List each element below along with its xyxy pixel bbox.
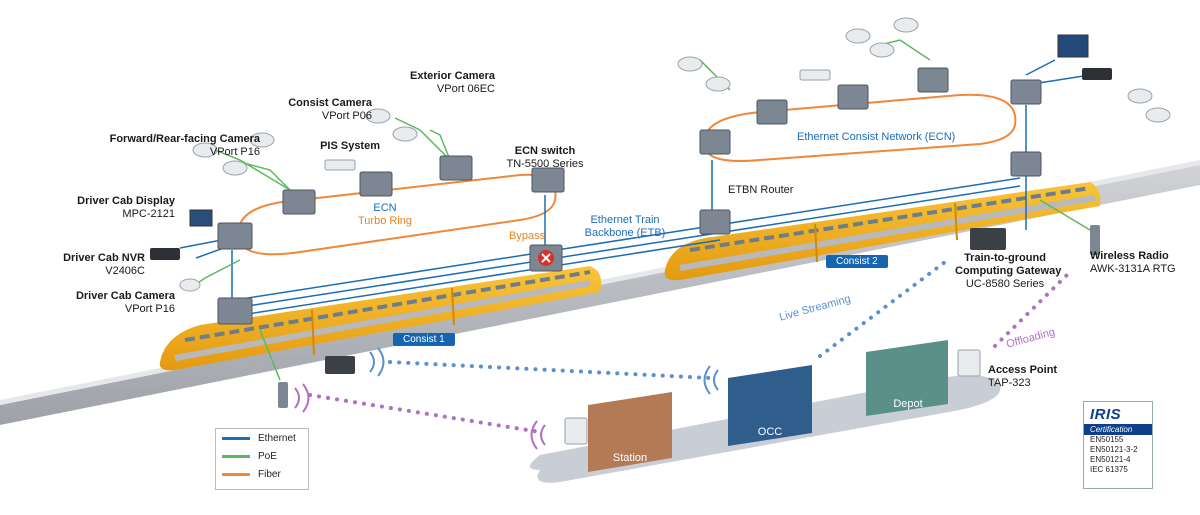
label-depot: Depot: [893, 398, 923, 410]
gateway-title1: Train-to-ground: [964, 252, 1046, 264]
iris-certification-badge: IRIS Certification EN50155 EN50121-3-2 E…: [1083, 401, 1153, 489]
label-gateway: Train-to-ground Computing Gateway UC-858…: [955, 252, 1062, 291]
label-access-point: Access Point TAP-323: [988, 364, 1057, 390]
wireless-arcs: [294, 347, 719, 450]
bypass-switch: [529, 244, 563, 272]
iris-subtitle: Certification: [1084, 424, 1152, 435]
label-pis-system: PIS System: [300, 140, 380, 153]
wireless-links: [308, 260, 1072, 434]
etb-line2: Backbone (ETB): [584, 227, 666, 239]
station-building: [588, 392, 672, 472]
driver-cab-camera-model: VPort P16: [124, 303, 175, 315]
cameras: [179, 17, 1171, 292]
driver-cab-display-title: Driver Cab Display: [77, 195, 175, 207]
tag-consist-1: Consist 1: [393, 333, 455, 346]
driver-cab-camera-title: Driver Cab Camera: [75, 290, 175, 302]
legend-swatch-poe: [222, 454, 250, 458]
tag-consist-2: Consist 2: [826, 255, 888, 268]
legend-label-ethernet: Ethernet: [258, 432, 296, 444]
wireless-radio-title: Wireless Radio: [1090, 250, 1169, 262]
label-bypass: Bypass: [509, 230, 546, 242]
label-ecn-ring: ECN Turbo Ring: [350, 202, 420, 228]
legend: Ethernet PoE Fiber: [215, 428, 309, 490]
exterior-camera-title: Exterior Camera: [410, 70, 495, 82]
etb-backbone: [234, 177, 1021, 317]
legend-label-poe: PoE: [258, 450, 277, 462]
driver-cab-display-model: MPC-2121: [122, 208, 175, 220]
pis-system-title: PIS System: [320, 140, 380, 152]
iris-standard: EN50155: [1090, 435, 1124, 444]
wireless-radio-model: AWK-3131A RTG: [1090, 263, 1176, 275]
etb-line1: Ethernet Train: [590, 214, 660, 226]
legend-label-fiber: Fiber: [258, 468, 281, 480]
label-exterior-camera: Exterior Camera VPort 06EC: [395, 70, 495, 96]
legend-swatch-ethernet: [222, 436, 250, 440]
label-ecn-switch: ECN switch TN-5500 Series: [495, 145, 595, 171]
label-consist-camera: Consist Camera VPort P06: [272, 97, 372, 123]
label-wireless-radio: Wireless Radio AWK-3131A RTG: [1090, 250, 1176, 276]
legend-item-ethernet: Ethernet: [216, 429, 308, 447]
depot-building: [866, 340, 948, 416]
driver-cab-nvr-title: Driver Cab NVR: [63, 252, 145, 264]
driver-cab-nvr-model: V2406C: [105, 265, 145, 277]
ecn-switch-title: ECN switch: [514, 145, 576, 157]
ecn-ring-line1: ECN: [373, 202, 397, 214]
legend-item-fiber: Fiber: [216, 465, 308, 483]
legend-swatch-fiber: [222, 472, 250, 476]
iris-standard: EN50121-3-2: [1090, 445, 1138, 454]
ecn-ring-line2: Turbo Ring: [357, 215, 412, 227]
label-etbn-router: ETBN Router: [728, 184, 794, 196]
label-driver-cab-camera: Driver Cab Camera VPort P16: [40, 290, 175, 316]
label-driver-cab-display: Driver Cab Display MPC-2121: [55, 195, 175, 221]
consist-camera-title: Consist Camera: [288, 97, 372, 109]
ecn-switches: [217, 67, 1042, 325]
occ-building: [728, 365, 812, 446]
gateway-model: UC-8580 Series: [965, 278, 1045, 290]
label-etb: Ethernet Train Backbone (ETB): [580, 214, 670, 240]
access-point-title: Access Point: [988, 364, 1058, 376]
ecn-switch-model: TN-5500 Series: [506, 158, 584, 170]
ecn-fiber-rings: [237, 93, 1017, 256]
iris-standard: EN50121-4: [1090, 455, 1131, 464]
train-consist-1: [159, 266, 602, 371]
access-point-model: TAP-323: [988, 377, 1031, 389]
forward-camera-title: Forward/Rear-facing Camera: [109, 133, 260, 145]
exterior-camera-model: VPort 06EC: [436, 83, 495, 95]
gateway-title2: Computing Gateway: [955, 265, 1062, 277]
label-forward-camera: Forward/Rear-facing Camera VPort P16: [100, 133, 260, 159]
cab-devices: [150, 34, 1112, 445]
forward-camera-model: VPort P16: [209, 146, 260, 158]
iris-standard: IEC 61375: [1090, 465, 1128, 474]
label-ecn-network: Ethernet Consist Network (ECN): [797, 131, 956, 143]
iris-brand: IRIS: [1090, 406, 1122, 423]
consist-camera-model: VPort P06: [321, 110, 372, 122]
label-occ: OCC: [757, 426, 783, 438]
legend-item-poe: PoE: [216, 447, 308, 465]
label-station: Station: [612, 452, 648, 464]
label-driver-cab-nvr: Driver Cab NVR V2406C: [30, 252, 145, 278]
